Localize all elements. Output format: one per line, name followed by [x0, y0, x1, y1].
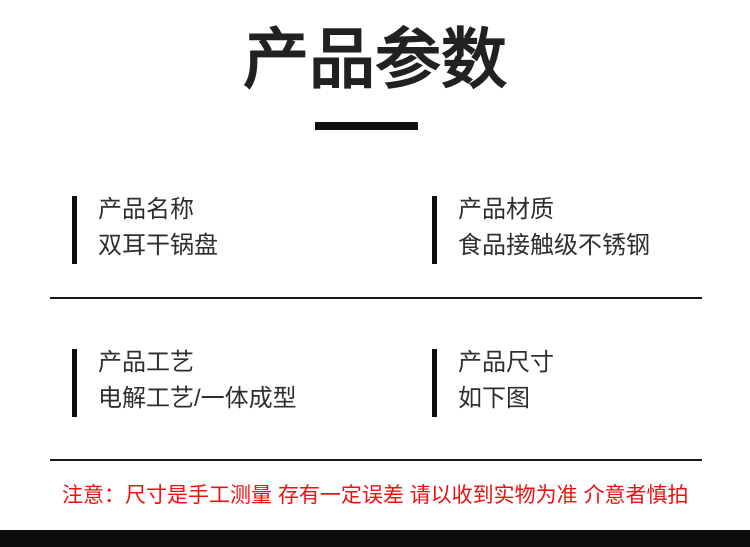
accent-bar [72, 349, 77, 417]
spec-item-process: 产品工艺 电解工艺/一体成型 [72, 349, 297, 417]
spec-label: 产品工艺 [98, 349, 194, 376]
page-title: 产品参数 [243, 22, 507, 96]
spec-label: 产品材质 [458, 196, 554, 223]
disclaimer-note: 注意：尺寸是手工测量 存有一定误差 请以收到实物为准 介意者慎拍 [62, 484, 689, 507]
spec-text: 产品工艺 电解工艺/一体成型 [77, 349, 297, 412]
section-divider [50, 297, 702, 299]
footer-bar [0, 530, 750, 547]
section-divider [50, 459, 702, 461]
accent-bar [72, 196, 77, 264]
spec-value: 食品接触级不锈钢 [458, 232, 650, 259]
spec-item-name: 产品名称 双耳干锅盘 [72, 196, 218, 264]
title-underline-bar [315, 122, 418, 130]
spec-value: 如下图 [458, 385, 530, 412]
spec-text: 产品名称 双耳干锅盘 [77, 196, 218, 259]
spec-label: 产品尺寸 [458, 349, 554, 376]
spec-label: 产品名称 [98, 196, 194, 223]
spec-value: 电解工艺/一体成型 [98, 385, 297, 412]
accent-bar [432, 349, 437, 417]
spec-text: 产品尺寸 如下图 [437, 349, 554, 412]
spec-value: 双耳干锅盘 [98, 232, 218, 259]
spec-text: 产品材质 食品接触级不锈钢 [437, 196, 650, 259]
spec-item-size: 产品尺寸 如下图 [432, 349, 554, 417]
spec-item-material: 产品材质 食品接触级不锈钢 [432, 196, 650, 264]
accent-bar [432, 196, 437, 264]
